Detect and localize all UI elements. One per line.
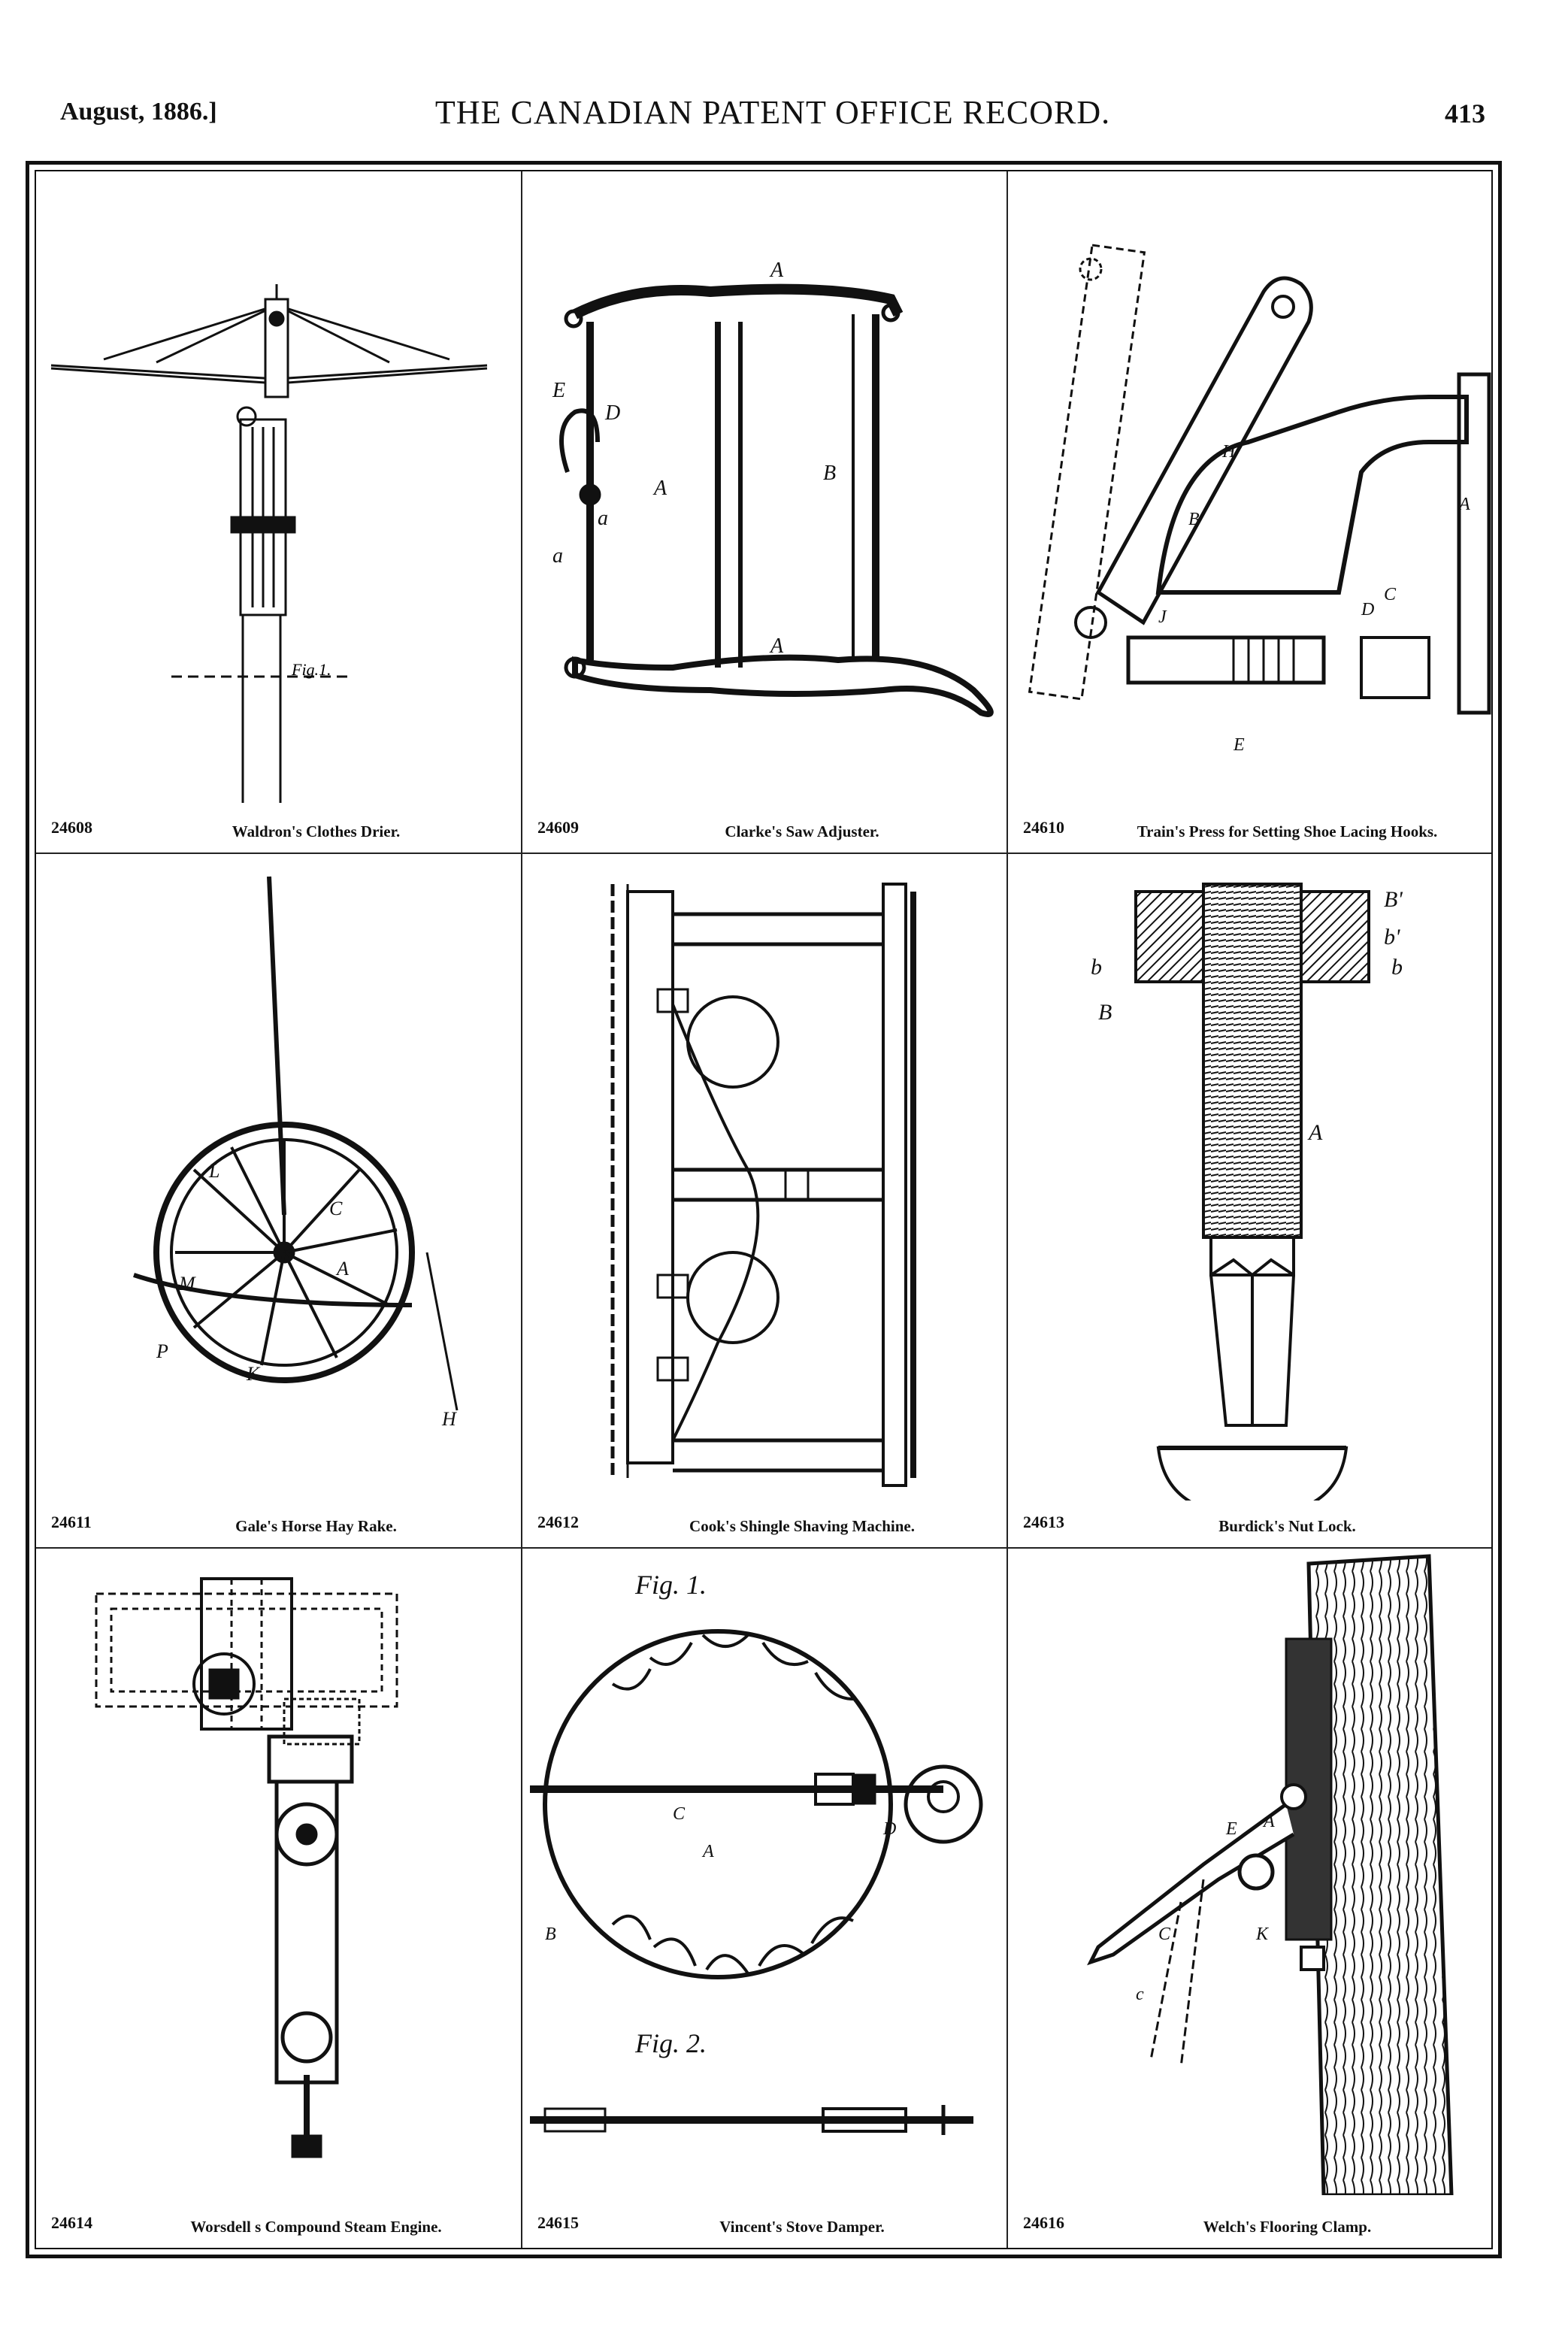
svg-text:H: H <box>441 1408 457 1430</box>
svg-text:A: A <box>769 634 784 658</box>
svg-text:A: A <box>1458 495 1470 514</box>
patent-number: 24616 <box>1023 2213 1064 2232</box>
stove-damper-illustration: Fig. 1. <box>530 1570 983 2135</box>
svg-text:E: E <box>552 379 565 402</box>
svg-text:C: C <box>673 1804 686 1824</box>
patent-cell-24612: 24612 Cook's Shingle Shaving Machine. <box>522 854 1006 1547</box>
patent-caption: 24610 Train's Press for Setting Shoe Lac… <box>1023 813 1476 843</box>
svg-text:D: D <box>604 401 620 425</box>
page-number: 413 <box>1445 98 1485 129</box>
nut-lock-illustration: B' b' b b B A <box>1091 883 1403 1501</box>
patent-cell-24610: H J B A D C E 24610 Train's Press for Se… <box>1008 171 1491 853</box>
patent-caption: 24611 Gale's Horse Hay Rake. <box>51 1508 506 1538</box>
patent-title: Train's Press for Setting Shoe Lacing Ho… <box>1137 822 1438 840</box>
figure-label: Fig.1. <box>291 660 331 679</box>
patent-caption: 24613 Burdick's Nut Lock. <box>1023 1508 1476 1538</box>
patent-cell-24616: E A K C c 24616 Welch's Flooring Clamp. <box>1008 1549 1491 2248</box>
patent-caption: 24612 Cook's Shingle Shaving Machine. <box>537 1508 991 1538</box>
steam-engine-illustration <box>95 1577 398 2158</box>
publication-title: THE CANADIAN PATENT OFFICE RECORD. <box>434 94 1111 131</box>
svg-text:C: C <box>1384 585 1397 604</box>
patent-title: Burdick's Nut Lock. <box>1218 1517 1356 1535</box>
patent-number: 24615 <box>537 2213 579 2232</box>
svg-text:A: A <box>1262 1812 1275 1831</box>
patent-number: 24611 <box>51 1513 92 1531</box>
svg-text:B: B <box>1188 510 1200 529</box>
svg-text:B: B <box>1098 1000 1112 1025</box>
svg-text:H: H <box>1221 442 1237 462</box>
patent-number: 24609 <box>537 818 579 837</box>
svg-text:K: K <box>1255 1925 1270 1944</box>
patent-caption: 24615 Vincent's Stove Damper. <box>537 2209 991 2239</box>
svg-text:M: M <box>178 1273 196 1295</box>
patent-number: 24608 <box>51 818 92 837</box>
svg-text:D: D <box>882 1819 896 1839</box>
svg-text:B': B' <box>1384 887 1403 912</box>
shoe-hook-press-illustration: H J B A D C E <box>1028 244 1491 755</box>
patent-cell-24613: B' b' b b B A 24613 Burdick's Nut Lock. <box>1008 854 1491 1547</box>
svg-text:C: C <box>329 1198 343 1219</box>
column-divider <box>1006 171 1008 2248</box>
inner-border <box>35 170 1493 2249</box>
patent-title: Welch's Flooring Clamp. <box>1203 2218 1372 2236</box>
svg-text:C: C <box>1158 1925 1171 1944</box>
clothes-drier-illustration: Fig.1. <box>50 284 488 803</box>
svg-text:c: c <box>1136 1985 1144 2004</box>
svg-text:D: D <box>1361 600 1374 619</box>
patent-cell-24615: Fig. 1. <box>522 1549 1006 2248</box>
column-divider <box>521 171 522 2248</box>
svg-text:K: K <box>246 1363 261 1385</box>
svg-text:b': b' <box>1384 925 1400 949</box>
svg-text:A: A <box>1307 1120 1323 1145</box>
patent-caption: 24609 Clarke's Saw Adjuster. <box>537 813 991 843</box>
figure-label: Fig. 1. <box>634 1570 707 1600</box>
patent-cell-24609: A A B A a a D E 24609 Clarke's Saw Adjus… <box>522 171 1006 853</box>
flooring-clamp-illustration: E A K C c <box>1087 1554 1454 2195</box>
patent-number: 24610 <box>1023 818 1064 837</box>
svg-text:L: L <box>208 1160 219 1182</box>
svg-text:E: E <box>1225 1819 1237 1839</box>
patent-cell-24614: 24614 Worsdell s Compound Steam Engine. <box>36 1549 521 2248</box>
shingle-machine-illustration <box>610 883 916 1487</box>
patent-caption: 24616 Welch's Flooring Clamp. <box>1023 2209 1476 2239</box>
svg-text:B: B <box>823 462 836 485</box>
svg-text:P: P <box>156 1340 168 1362</box>
saw-adjuster-illustration: A A B A a a D E <box>552 259 994 717</box>
svg-text:A: A <box>769 259 784 282</box>
row-divider <box>36 1547 1491 1549</box>
row-divider <box>36 853 1491 854</box>
patent-number: 24614 <box>51 2213 92 2232</box>
svg-text:a: a <box>598 507 608 530</box>
svg-text:A: A <box>701 1842 714 1861</box>
svg-text:J: J <box>1158 607 1167 627</box>
patent-number: 24612 <box>537 1513 579 1531</box>
patent-title: Vincent's Stove Damper. <box>719 2218 885 2236</box>
patent-cell-24608: Fig.1. 24608 Waldron's Clothes Drier. <box>36 171 521 853</box>
svg-text:a: a <box>552 544 563 568</box>
page-header: August, 1886.] THE CANADIAN PATENT OFFIC… <box>60 93 1485 138</box>
svg-text:A: A <box>335 1258 349 1280</box>
patent-caption: 24614 Worsdell s Compound Steam Engine. <box>51 2209 506 2239</box>
outer-border <box>26 161 1502 2258</box>
patent-title: Gale's Horse Hay Rake. <box>235 1517 397 1535</box>
patent-title: Cook's Shingle Shaving Machine. <box>689 1517 915 1535</box>
svg-text:b: b <box>1391 955 1403 980</box>
patent-cell-24611: M P L A C K H 24611 Gale's Horse Hay Rak… <box>36 854 521 1547</box>
patent-title: Clarke's Saw Adjuster. <box>725 822 879 840</box>
patent-title: Worsdell s Compound Steam Engine. <box>190 2218 442 2236</box>
figure-label: Fig. 2. <box>634 2028 707 2058</box>
patent-number: 24613 <box>1023 1513 1064 1531</box>
patent-title: Waldron's Clothes Drier. <box>232 822 401 840</box>
svg-text:E: E <box>1233 735 1245 755</box>
svg-text:B: B <box>545 1925 556 1944</box>
patent-caption: 24608 Waldron's Clothes Drier. <box>51 813 506 843</box>
hay-rake-illustration: M P L A C K H <box>133 876 459 1430</box>
issue-date: August, 1886.] <box>60 98 217 126</box>
svg-text:A: A <box>652 477 667 500</box>
patent-grid: Fig.1. 24608 Waldron's Clothes Drier. <box>36 171 1491 2248</box>
svg-text:b: b <box>1091 955 1102 980</box>
